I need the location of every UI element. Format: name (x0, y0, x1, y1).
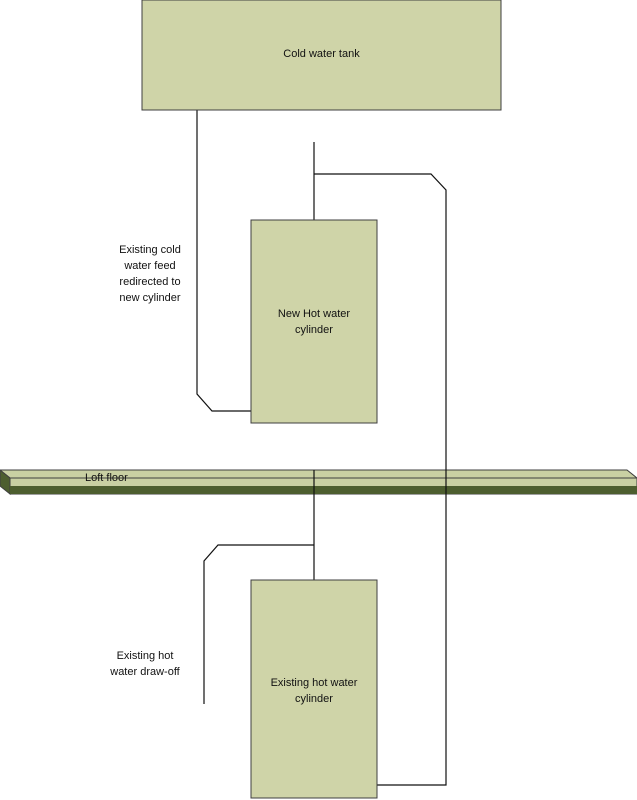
flow-pipe (314, 173, 447, 786)
draw-off-note: Existing hot water draw-off (110, 650, 180, 678)
cold-water-tank (141, 0, 502, 111)
cold-feed-pipe (196, 110, 251, 412)
cold-tank-label: Cold water tank (283, 48, 360, 60)
existing-hot-water-cylinder (250, 579, 378, 799)
draw-off-pipe (203, 544, 314, 704)
new-hot-water-cylinder (250, 219, 378, 424)
pipes (196, 110, 447, 786)
loft-floor (0, 469, 637, 496)
loft-floor-label: Loft floor (85, 472, 128, 484)
new-cylinder-label: New Hot water cylinder (277, 308, 351, 336)
existing-cylinder-label: Existing hot water cylinder (270, 677, 358, 705)
cold-feed-note: Existing cold water feed redirected to n… (119, 244, 181, 304)
loft-floor-shadow (10, 486, 637, 494)
